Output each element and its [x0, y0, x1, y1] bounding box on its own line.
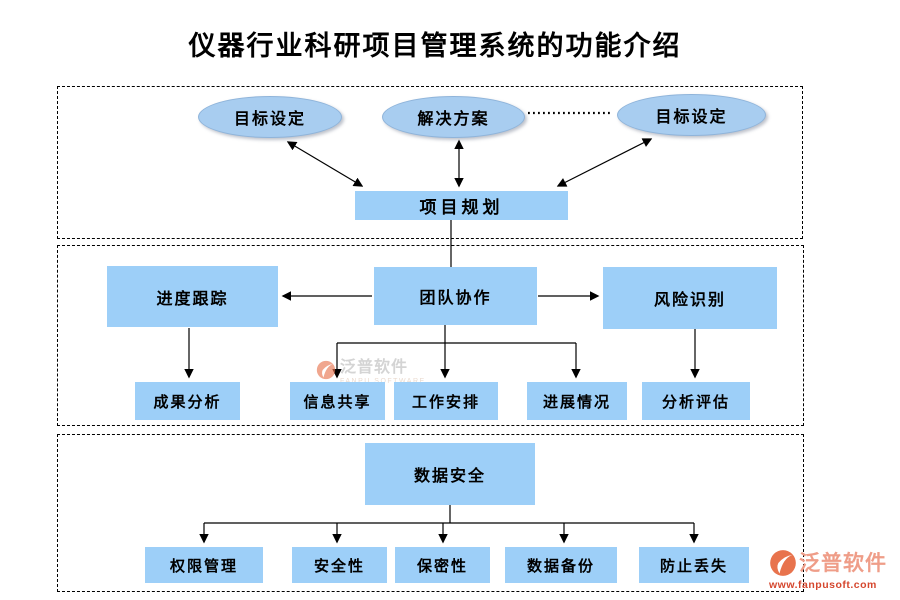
- fanpu-logo-icon: [770, 550, 796, 576]
- node-progress-tracking: 进度跟踪: [107, 266, 278, 327]
- node-result-analysis: 成果分析: [135, 382, 240, 420]
- node-data-backup: 数据备份: [505, 547, 617, 583]
- fanpu-logo-icon: [316, 360, 336, 380]
- section-execution-border: [57, 245, 804, 426]
- node-work-arrangement: 工作安排: [394, 382, 498, 420]
- section-security-border: [57, 434, 804, 592]
- node-team-collaboration: 团队协作: [374, 267, 537, 325]
- node-solution: 解决方案: [382, 96, 525, 138]
- node-progress-status: 进展情况: [527, 382, 627, 420]
- node-security: 安全性: [292, 547, 387, 583]
- node-analysis-evaluation: 分析评估: [642, 382, 750, 420]
- node-goal-setting-right: 目标设定: [617, 94, 766, 136]
- node-permission-management: 权限管理: [145, 547, 263, 583]
- node-goal-setting-left: 目标设定: [198, 96, 342, 138]
- watermark-brand-text: 泛普软件: [340, 359, 409, 376]
- center-watermark: 泛普软件 FANPU SOFTWARE: [316, 360, 426, 385]
- watermark-brand-subtext: FANPU SOFTWARE: [340, 378, 426, 385]
- fanpu-logo: 泛普软件 www.fanpusoft.com: [769, 549, 887, 591]
- node-risk-identification: 风险识别: [603, 267, 777, 329]
- node-data-security: 数据安全: [365, 443, 535, 505]
- connector-goalright-planning: [556, 138, 653, 187]
- connector-goalleft-planning: [286, 141, 364, 187]
- node-loss-prevention: 防止丢失: [639, 547, 749, 583]
- node-info-sharing: 信息共享: [290, 382, 385, 420]
- logo-url-text: www.fanpusoft.com: [769, 579, 877, 591]
- logo-brand-text: 泛普软件: [799, 551, 887, 575]
- node-confidentiality: 保密性: [395, 547, 490, 583]
- page-title: 仪器行业科研项目管理系统的功能介绍: [188, 31, 682, 61]
- node-project-planning: 项目规划: [355, 191, 568, 220]
- section-planning-border: [57, 86, 803, 239]
